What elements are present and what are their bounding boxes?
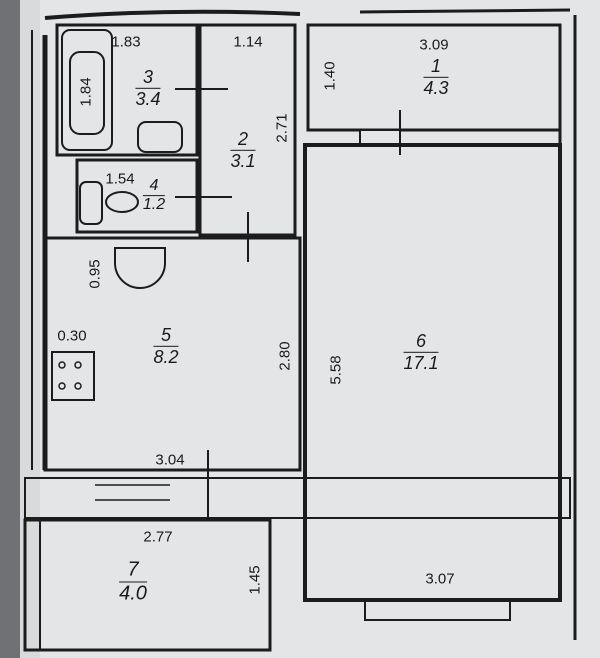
photo-edge [0, 0, 20, 658]
dim-room6-depth: 5.58 [327, 355, 345, 385]
dim-kitchen-depth: 2.80 [276, 341, 294, 371]
dim-kitchen-sink-offset: 0.95 [86, 259, 104, 289]
dim-room1-depth: 1.40 [321, 61, 339, 91]
dim-wc-width: 1.54 [105, 170, 135, 188]
walls [23, 8, 577, 652]
dim-bath-width: 1.83 [111, 33, 141, 51]
dim-kitchen-width: 3.04 [155, 451, 185, 469]
dim-hall-width: 1.14 [233, 33, 263, 51]
dim-kitchen-stove-offset: 0.30 [57, 327, 87, 345]
dim-hall-length: 2.71 [273, 113, 291, 143]
dim-balcony-width: 2.77 [143, 528, 173, 546]
dim-bathtub-length: 1.84 [77, 77, 95, 107]
dim-balcony-depth: 1.45 [246, 565, 264, 595]
dim-room6-width: 3.07 [425, 570, 455, 588]
dim-room1-width: 3.09 [419, 36, 449, 54]
